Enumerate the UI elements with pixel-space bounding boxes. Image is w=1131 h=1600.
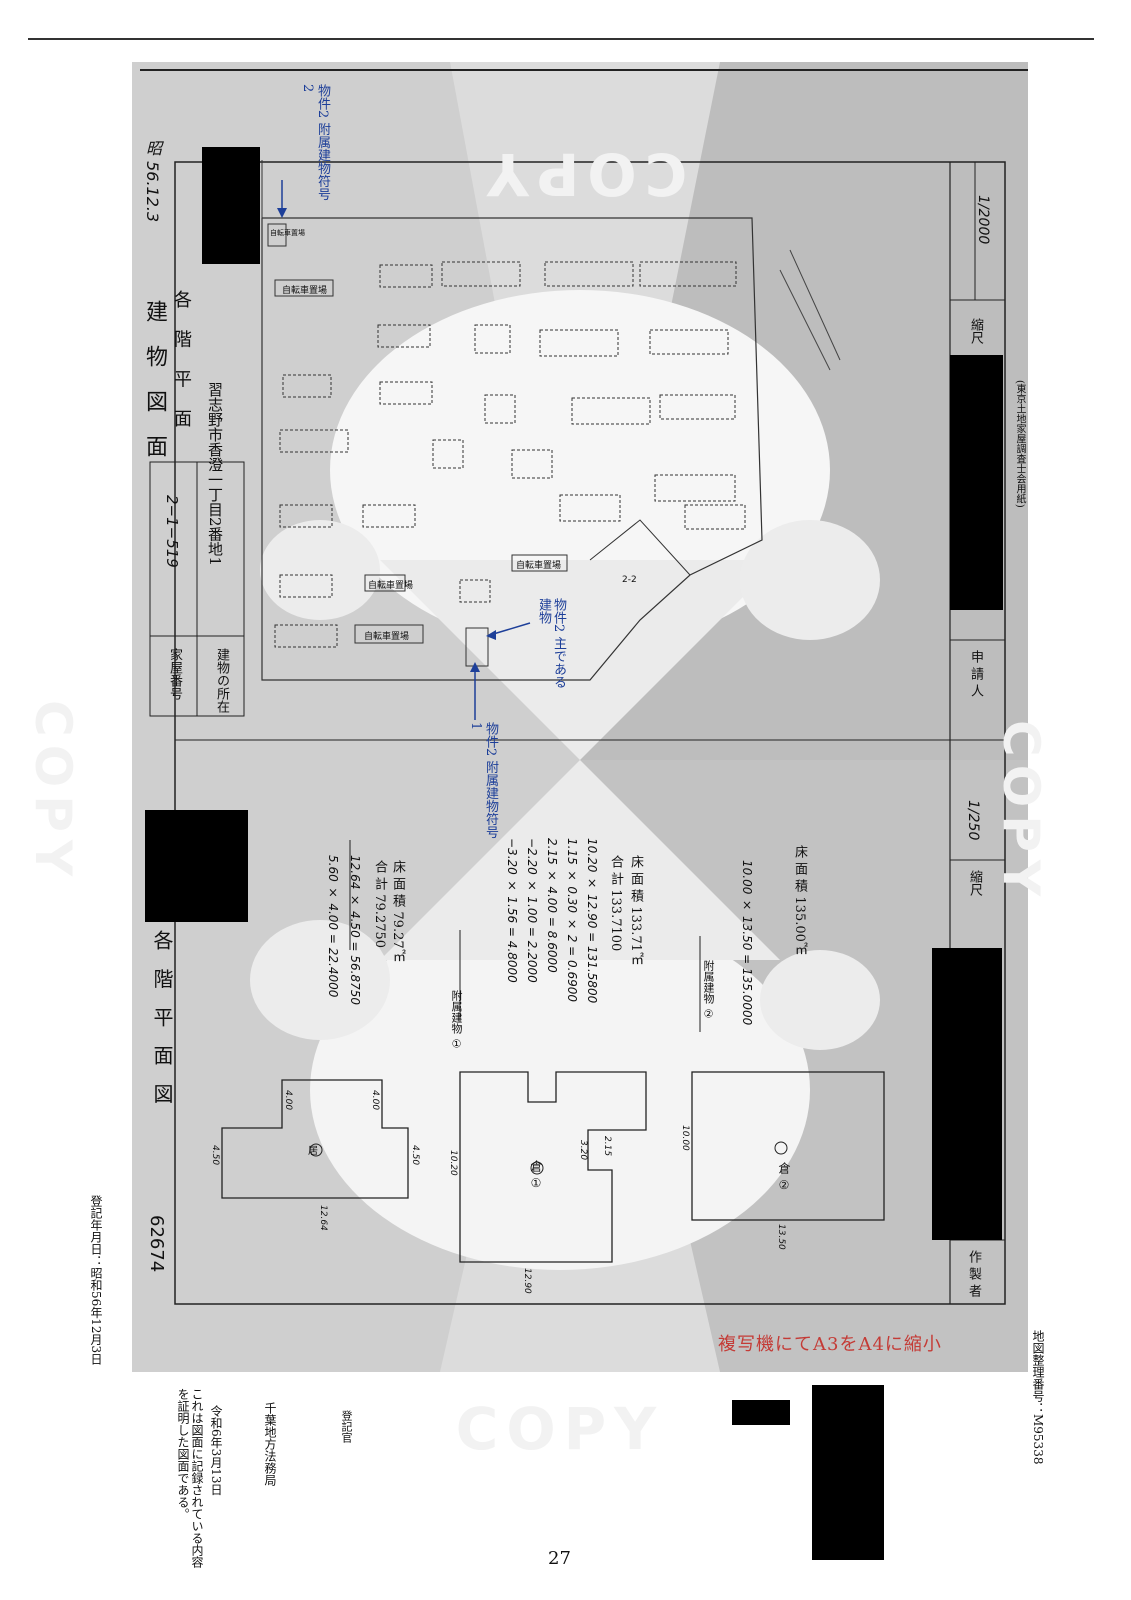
dim-label: 4.00 [370, 1090, 380, 1111]
dim-label: 10.00 [680, 1125, 690, 1151]
dim-label: 12.90 [522, 1268, 532, 1294]
dim-label: 4.50 [210, 1145, 220, 1166]
registration-date: 登記年月日：昭和56年12月3日 [89, 1195, 103, 1366]
calc-attached1: 10.20 × 12.90 = 131.5800 1.15 × 0.30 × 2… [502, 838, 602, 1003]
calc-line: 5.60 × 4.00 = 22.4000 [326, 855, 340, 998]
redaction-block [812, 1385, 884, 1560]
id-number: 62674 [146, 1215, 167, 1273]
total-attached1: 合 計 133.7100 [608, 855, 623, 952]
attached2-label: 附属建物 ② [702, 960, 715, 1021]
paper-note: (東京土地家屋調査士会用紙) [1014, 380, 1025, 508]
calc-line: 10.20 × 12.90 = 131.5800 [585, 838, 599, 1004]
dim-label: 4.00 [283, 1090, 293, 1111]
calc-line: 10.00 × 13.50 = 135.0000 [740, 860, 754, 1026]
dim-label: 3.20 [578, 1140, 588, 1161]
location-value: 習志野市香澄一丁目2番地1 [206, 382, 224, 567]
dim-label: 10.20 [448, 1150, 458, 1176]
redaction-block [732, 1400, 790, 1425]
calc-main: 12.64 × 4.50 = 56.8750 5.60 × 4.00 = 22.… [322, 855, 366, 1005]
watermark-copy: COPY [478, 140, 688, 208]
calc-line: 2.15 × 4.00 = 8.6000 [545, 838, 559, 973]
number-value: 2−1−519 [163, 495, 181, 568]
redaction-block [950, 355, 1003, 610]
annot-attached-2: 物件2 附属建物符号2 [300, 84, 330, 201]
annot-attached-1: 物件2 附属建物符号1 [468, 722, 498, 839]
dim-label: 2.15 [602, 1136, 612, 1157]
top-rule [28, 38, 1094, 40]
certificate-date: 令和6年3月13日 [209, 1405, 223, 1496]
scale-label-bottom: 縮尺 [967, 870, 982, 896]
plan-label: 自転車置場 [282, 286, 328, 296]
scale-value-bottom: 1/250 [965, 800, 981, 841]
plan-label: 自転車置場 [516, 561, 562, 571]
dim-label: 4.50 [410, 1145, 420, 1166]
map-serial: 地図整理番号：M95338 [1031, 1330, 1045, 1465]
calc-line: −3.20 × 1.56 = 4.8000 [505, 838, 519, 983]
dim-label: 13.50 [776, 1224, 786, 1250]
total-main: 合 計 79.2750 [372, 860, 387, 949]
plan-label: 自転車置場 [270, 229, 305, 237]
floor-area-attached2: 床 面 積 135.00㎡ [792, 845, 807, 955]
calc-line: 1.15 × 0.30 × 2 = 0.6900 [565, 838, 579, 1003]
building-plan-subtitle: 各 階 平 面 [171, 290, 192, 436]
plan-label: 自転車置場 [368, 581, 414, 591]
seal-label: 登記官 [340, 1410, 353, 1443]
calc-line: 12.64 × 4.50 = 56.8750 [348, 855, 362, 1006]
reduction-note: 複写機にてA3をA4に縮小 [718, 1334, 942, 1355]
floor-area-attached1: 床 面 積 133.71㎡ [628, 855, 643, 965]
page-number: 27 [548, 1548, 571, 1569]
scale-label-top: 縮尺 [968, 318, 983, 344]
dim-label: 12.64 [318, 1205, 328, 1231]
room-attached1: 倉 ① [529, 1160, 543, 1190]
building-plan-title: 建 物 図 面 [142, 300, 167, 465]
number-label: 家屋番号 [167, 648, 182, 700]
room-main: 居 [308, 1146, 318, 1157]
maker-label: 作 製 者 [966, 1250, 981, 1298]
location-label: 建物の所在 [214, 648, 229, 713]
date-stamp: 昭 56.12.3 [143, 140, 162, 223]
watermark-copy: COPY [455, 1395, 665, 1463]
watermark-copy: COPY [992, 720, 1050, 905]
attached1-label: 附属建物 ① [450, 990, 463, 1051]
redaction-block [145, 810, 248, 922]
floor-plan-title: 各 階 平 面 図 [150, 930, 174, 1110]
annot-main-building: 物件2 主である建物 [536, 598, 566, 689]
floor-area-main: 床 面 積 79.27㎡ [390, 860, 405, 962]
redaction-block [202, 147, 260, 264]
calc-attached2: 10.00 × 13.50 = 135.0000 [740, 860, 754, 1025]
scale-value-top: 1/2000 [975, 195, 991, 245]
certificate-text: これは図面に記録されている内容を証明した図面である。 [176, 1388, 204, 1568]
room-attached2: 倉 ② [777, 1162, 791, 1192]
plan-label: 自転車置場 [364, 632, 410, 642]
applicant-label: 申 請 人 [968, 650, 983, 698]
calc-line: −2.20 × 1.00 = 2.2000 [525, 838, 539, 983]
lot-label: 2-2 [622, 575, 637, 585]
redaction-block [932, 948, 1002, 1240]
certificate-office: 千葉地方法務局 [263, 1402, 277, 1486]
watermark-copy: COPY [24, 700, 82, 885]
